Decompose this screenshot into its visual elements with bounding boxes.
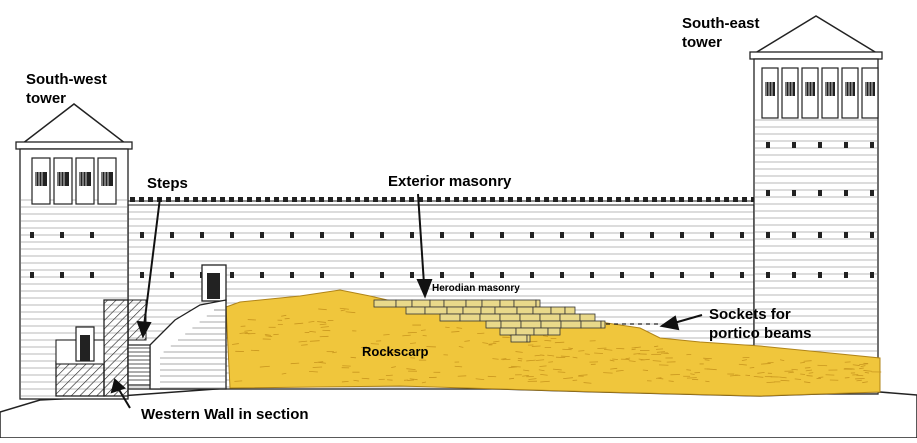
southeast-tower-label-line1: South-east bbox=[682, 14, 760, 33]
sockets-label-line1: Sockets for bbox=[709, 305, 812, 324]
herodian-masonry-label: Herodian masonry bbox=[432, 283, 520, 295]
southwest-tower-roof bbox=[18, 104, 130, 147]
western-wall-label: Western Wall in section bbox=[141, 405, 309, 424]
southeast-tower-label: South-east tower bbox=[682, 14, 760, 52]
southwest-tower-label-line2: tower bbox=[26, 89, 107, 108]
southeast-tower-roof-band bbox=[750, 52, 882, 59]
southeast-tower-label-line2: tower bbox=[682, 33, 760, 52]
exterior-masonry-label: Exterior masonry bbox=[388, 172, 511, 191]
wall-crenellation bbox=[128, 197, 756, 205]
southeast-tower-roof bbox=[752, 16, 880, 55]
southwest-tower-roof-band bbox=[16, 142, 132, 149]
rockscarp-label: Rockscarp bbox=[362, 344, 428, 360]
southwest-tower-label: South-west tower bbox=[26, 70, 107, 108]
sockets-label: Sockets for portico beams bbox=[709, 305, 812, 343]
sockets-label-line2: portico beams bbox=[709, 324, 812, 343]
southwest-tower-label-line1: South-west bbox=[26, 70, 107, 89]
steps-label: Steps bbox=[147, 174, 188, 193]
stair-gate bbox=[202, 265, 226, 301]
